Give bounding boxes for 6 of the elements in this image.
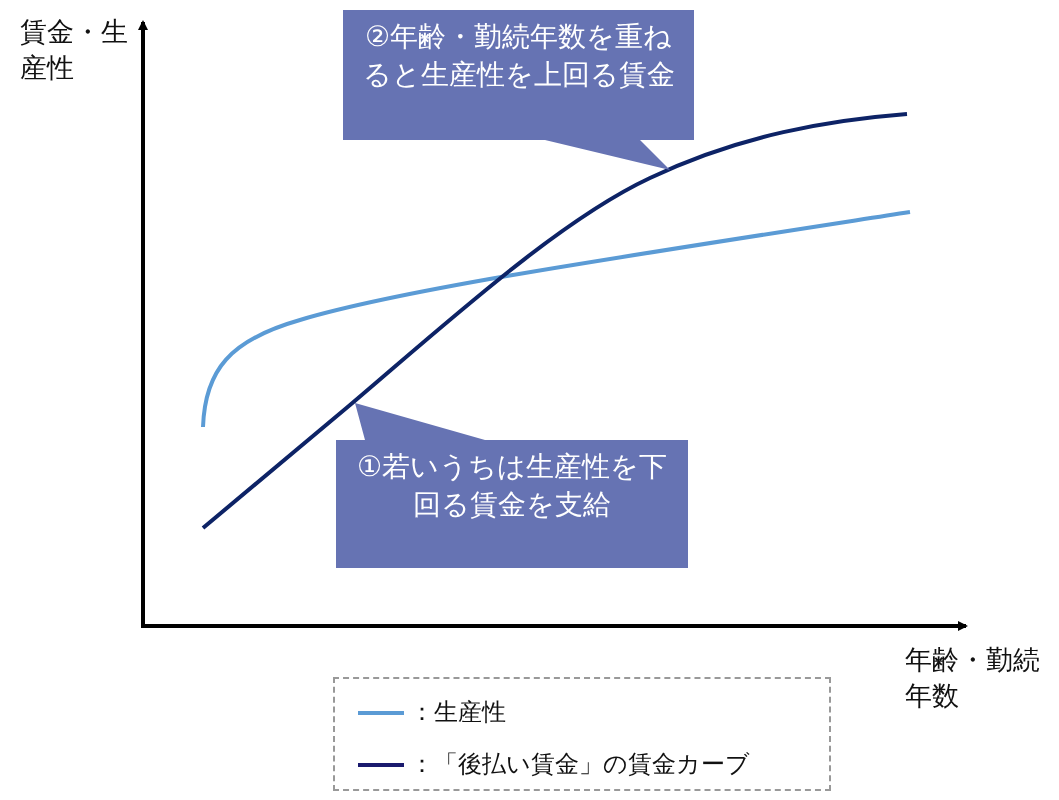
legend-text: ：生産性: [410, 697, 506, 728]
callout-text: ①若いうちは生産性を下回る賃金を支給: [355, 449, 669, 523]
callout-text: ②年齢・勤続年数を重ねると生産性を上回る賃金: [361, 19, 676, 93]
x-axis-label: 年齢・勤続年数: [905, 643, 1041, 713]
y-axis-label: 賃金・生産性: [20, 15, 129, 85]
legend-text: ：「後払い賃金」の賃金カーブ: [410, 749, 750, 780]
